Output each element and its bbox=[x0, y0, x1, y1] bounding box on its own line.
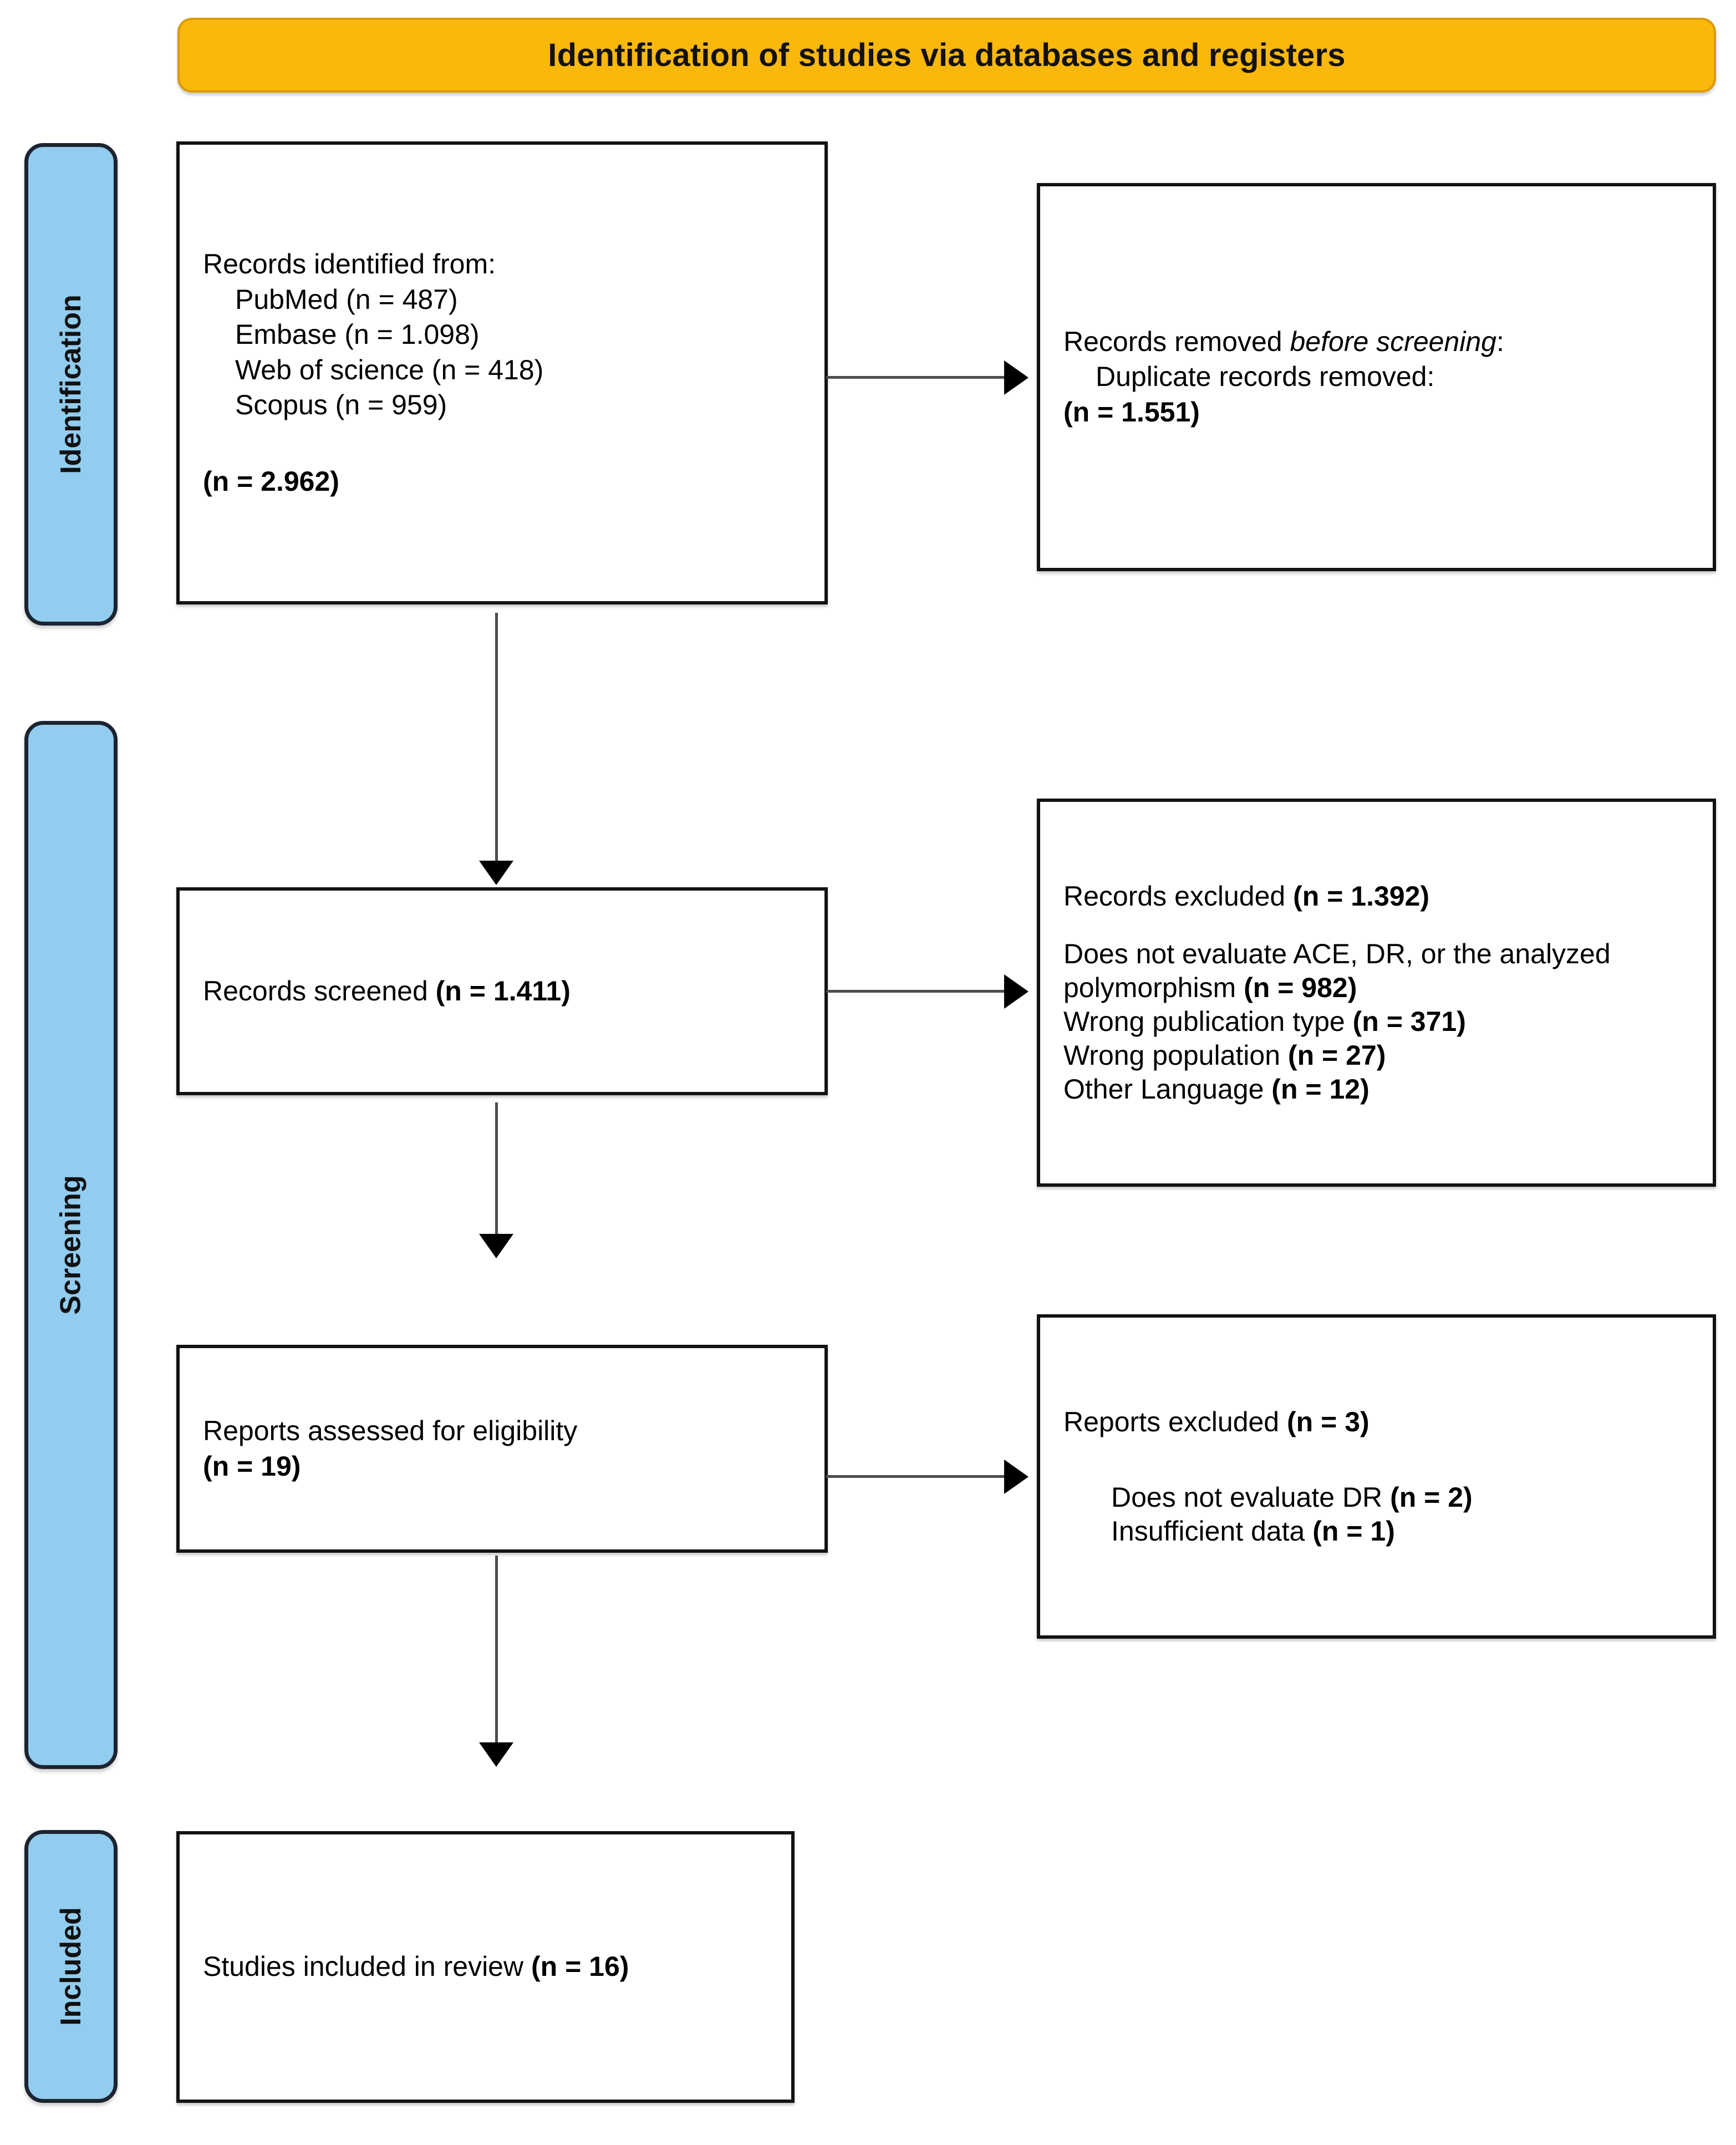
arrow-identified-to-screened-head-icon bbox=[479, 861, 513, 885]
records-removed-heading: Records removed before screening: bbox=[1063, 326, 1504, 357]
box-reports-excluded: Reports excluded (n = 3) Does not evalua… bbox=[1037, 1314, 1716, 1639]
report-exclusion-reason-insufficient-data: Insufficient data (n = 1) bbox=[1111, 1516, 1395, 1547]
arrow-eligible-to-included-head-icon bbox=[479, 1742, 513, 1767]
records-removed-total: (n = 1.551) bbox=[1063, 396, 1200, 428]
exclusion-reason-polymorphism: Does not evaluate ACE, DR, or the analyz… bbox=[1063, 938, 1611, 1004]
exclusion-reason-population: Wrong population (n = 27) bbox=[1063, 1040, 1386, 1071]
arrow-identified-to-screened-line bbox=[495, 613, 498, 865]
diagram-title: Identification of studies via databases … bbox=[548, 37, 1346, 73]
report-exclusion-reason-dr: Does not evaluate DR (n = 2) bbox=[1111, 1482, 1473, 1513]
box-studies-included: Studies included in review (n = 16) bbox=[176, 1831, 795, 2103]
duplicate-records-label: Duplicate records removed: bbox=[1096, 361, 1435, 393]
spacer bbox=[1063, 1440, 1689, 1481]
source-line-pubmed: PubMed (n = 487) bbox=[235, 283, 458, 315]
box-reports-assessed: Reports assessed for eligibility (n = 19… bbox=[176, 1345, 828, 1553]
box-records-identified: Records identified from: PubMed (n = 487… bbox=[176, 141, 828, 604]
stage-bar-identification: Identification bbox=[24, 143, 118, 626]
box-records-screened: Records screened (n = 1.411) bbox=[176, 887, 828, 1095]
arrow-eligible-to-reports-excluded-line bbox=[826, 1475, 1006, 1478]
arrow-screened-to-eligible-line bbox=[495, 1102, 498, 1238]
reports-excluded-heading: Reports excluded (n = 3) bbox=[1063, 1406, 1370, 1437]
arrow-identified-to-removed-line bbox=[826, 376, 1006, 379]
reports-assessed-label: Reports assessed for eligibility bbox=[203, 1415, 578, 1446]
arrow-screened-to-excluded-line bbox=[826, 990, 1006, 993]
arrow-eligible-to-reports-excluded-head-icon bbox=[1004, 1460, 1029, 1494]
stage-bar-screening: Screening bbox=[24, 721, 118, 1769]
box-records-removed: Records removed before screening: Duplic… bbox=[1037, 183, 1716, 571]
arrow-identified-to-removed-head-icon bbox=[1004, 360, 1029, 395]
source-line-embase: Embase (n = 1.098) bbox=[235, 319, 480, 350]
diagram-header-banner: Identification of studies via databases … bbox=[177, 18, 1716, 93]
records-screened-line: Records screened (n = 1.411) bbox=[203, 975, 571, 1007]
box-records-excluded: Records excluded (n = 1.392) Does not ev… bbox=[1037, 799, 1716, 1187]
records-excluded-heading: Records excluded (n = 1.392) bbox=[1063, 880, 1430, 912]
source-line-web-of-science: Web of science (n = 418) bbox=[235, 354, 544, 385]
arrow-eligible-to-included-line bbox=[495, 1556, 498, 1747]
arrow-screened-to-excluded-head-icon bbox=[1004, 974, 1029, 1009]
studies-included-line: Studies included in review (n = 16) bbox=[203, 1951, 629, 1983]
exclusion-reason-publication-type: Wrong publication type (n = 371) bbox=[1063, 1006, 1466, 1038]
spacer bbox=[203, 423, 801, 464]
stage-label-screening: Screening bbox=[55, 1175, 88, 1315]
reports-assessed-n: (n = 19) bbox=[203, 1450, 301, 1482]
spacer bbox=[1063, 914, 1689, 937]
records-identified-total: (n = 2.962) bbox=[203, 465, 339, 497]
stage-bar-included: Included bbox=[24, 1830, 118, 2103]
arrow-screened-to-eligible-head-icon bbox=[479, 1234, 513, 1258]
stage-label-included: Included bbox=[55, 1907, 88, 2026]
exclusion-reason-language: Other Language (n = 12) bbox=[1063, 1074, 1370, 1105]
stage-label-identification: Identification bbox=[55, 294, 87, 474]
records-identified-heading: Records identified from: bbox=[203, 248, 496, 279]
source-line-scopus: Scopus (n = 959) bbox=[235, 389, 447, 420]
